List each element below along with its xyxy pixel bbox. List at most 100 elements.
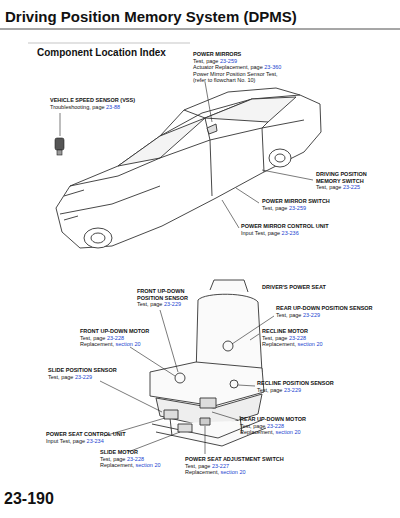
part-name: POWER SEAT ADJUSTMENT SWITCH: [185, 456, 284, 463]
reference-line: Test, page23-228: [80, 335, 149, 342]
reference-text: Test, page: [48, 374, 73, 380]
page-reference: 23-228: [107, 335, 124, 341]
page-reference: 23-229: [284, 387, 301, 393]
page-reference: 23-228: [267, 423, 284, 429]
page-reference: section 20: [115, 341, 140, 347]
callout-group: POWER MIRROR SWITCHTest, page23-259: [262, 198, 330, 211]
part-name: SLIDE POSITION SENSOR: [48, 367, 117, 374]
reference-line: Test, page23-259: [262, 205, 330, 212]
part-name: POWER MIRROR CONTROL UNIT: [241, 223, 329, 230]
part-name: RECLINE POSITION SENSOR: [257, 380, 334, 387]
page-reference: 23-225: [343, 184, 360, 190]
reference-line: Replacement,section 20: [262, 341, 323, 348]
reference-text: Replacement,: [100, 462, 134, 468]
part-name: DRIVER'S POWER SEAT: [262, 284, 326, 291]
part-name: POWER MIRRORS: [193, 51, 281, 58]
section-heading: Component Location Index: [37, 47, 166, 58]
speed-sensor-icon: [55, 138, 64, 155]
part-name-text: RECLINE POSITION SENSOR: [257, 380, 334, 386]
page-reference: section 20: [275, 429, 300, 435]
part-name: POWER MIRROR SWITCH: [262, 198, 330, 205]
reference-text: Test, page: [262, 205, 287, 211]
callout-group: DRIVER'S POWER SEAT: [262, 284, 326, 291]
reference-line: Replacement,section 20: [185, 469, 284, 476]
part-name: SLIDE MOTOR: [100, 449, 161, 456]
reference-text: Test, page: [262, 335, 287, 341]
reference-line: Test, page23-229: [276, 312, 373, 319]
reference-text: Replacement,: [262, 341, 296, 347]
reference-line: Test, page23-228: [240, 423, 306, 430]
reference-line: Test, page23-229: [257, 387, 334, 394]
part-name-text: POWER MIRROR CONTROL UNIT: [241, 223, 329, 229]
reference-text: Actuator Replacement, page: [193, 64, 263, 70]
reference-text: Test, page: [240, 423, 265, 429]
callout-group: POWER SEAT CONTROL UNITInput Test, page2…: [46, 431, 126, 444]
reference-line: Replacement,section 20: [80, 341, 149, 348]
callout-group: RECLINE POSITION SENSORTest, page23-229: [257, 380, 334, 393]
page-reference: 23-360: [264, 64, 281, 70]
reference-line: Test, page23-259: [193, 58, 281, 65]
part-name-text: VEHICLE SPEED SENSOR (VSS): [50, 97, 135, 103]
reference-text: Replacement,: [240, 429, 274, 435]
reference-line: Actuator Replacement, page23-360: [193, 64, 281, 71]
callout-group: FRONT UP-DOWN POSITION SENSORTest, page2…: [137, 288, 201, 308]
page-reference: 23-259: [220, 58, 237, 64]
reference-text: Input Test, page: [46, 438, 85, 444]
callout-group: RECLINE MOTORTest, page23-228Replacement…: [262, 328, 323, 348]
reference-text: Test, page: [100, 456, 125, 462]
page-reference: 23-228: [289, 335, 306, 341]
callout-group: POWER SEAT ADJUSTMENT SWITCHTest, page23…: [185, 456, 284, 476]
reference-line: Replacement,section 20: [240, 429, 306, 436]
reference-text: Power Mirror Position Sensor Test,: [193, 71, 278, 77]
part-name-text: POWER SEAT CONTROL UNIT: [46, 431, 126, 437]
reference-line: Test, page23-229: [137, 301, 201, 308]
reference-text: Test, page: [193, 58, 218, 64]
title-rule: [0, 29, 400, 30]
part-name-text: SLIDE POSITION SENSOR: [48, 367, 117, 373]
part-name-text: REAR UP-DOWN POSITION SENSOR: [276, 305, 373, 311]
page-reference: 23-236: [282, 230, 299, 236]
callout-group: POWER MIRRORSTest, page23-259Actuator Re…: [193, 51, 281, 84]
part-name-text: DRIVER'S POWER SEAT: [262, 284, 326, 290]
callout-group: REAR UP-DOWN MOTORTest, page23-228Replac…: [240, 416, 306, 436]
part-name-text: POWER MIRRORS: [193, 51, 241, 57]
reference-line: Test, page23-228: [100, 456, 161, 463]
page-reference: 23-234: [87, 438, 104, 444]
reference-text: Test, page: [80, 335, 105, 341]
reference-line: Test, page23-228: [262, 335, 323, 342]
callout-group: REAR UP-DOWN POSITION SENSORTest, page23…: [276, 305, 373, 318]
callout-group: VEHICLE SPEED SENSOR (VSS)Troubleshootin…: [50, 97, 135, 110]
page-reference: 23-229: [164, 301, 181, 307]
page-reference: section 20: [135, 462, 160, 468]
callout-group: SLIDE MOTORTest, page23-228Replacement,s…: [100, 449, 161, 469]
reference-text: Replacement,: [80, 341, 114, 347]
part-name: RECLINE MOTOR: [262, 328, 323, 335]
page-reference: section 20: [220, 469, 245, 475]
reference-text: Test, page: [257, 387, 282, 393]
part-name-text: SLIDE MOTOR: [100, 449, 138, 455]
reference-text: Test, page: [276, 312, 301, 318]
reference-text: Replacement,: [185, 469, 219, 475]
part-name-text: REAR UP-DOWN MOTOR: [240, 416, 306, 422]
page-title: Driving Position Memory System (DPMS): [5, 8, 297, 25]
reference-text: Test, page: [316, 184, 341, 190]
reference-text: Test, page: [185, 463, 210, 469]
reference-line: Replacement,section 20: [100, 462, 161, 469]
part-name-text: DRIVING POSITION MEMORY SWITCH: [316, 171, 367, 184]
reference-line: Troubleshooting, page23-88: [50, 104, 135, 111]
page-reference: 23-259: [289, 205, 306, 211]
reference-line: Input Test, page23-234: [46, 438, 126, 445]
leader-lines: [60, 82, 313, 454]
page-reference: 23-88: [106, 104, 120, 110]
part-name: DRIVING POSITION MEMORY SWITCH: [316, 171, 378, 184]
callout-group: POWER MIRROR CONTROL UNITInput Test, pag…: [241, 223, 329, 236]
callout-group: DRIVING POSITION MEMORY SWITCHTest, page…: [316, 171, 378, 191]
reference-line: Test, page23-229: [48, 374, 117, 381]
part-name: FRONT UP-DOWN POSITION SENSOR: [137, 288, 201, 301]
page-reference: 23-228: [127, 456, 144, 462]
reference-text: Input Test, page: [241, 230, 280, 236]
part-name: REAR UP-DOWN POSITION SENSOR: [276, 305, 373, 312]
part-name-text: POWER SEAT ADJUSTMENT SWITCH: [185, 456, 284, 462]
page-reference: 23-227: [212, 463, 229, 469]
reference-line: Test, page23-225: [316, 184, 378, 191]
